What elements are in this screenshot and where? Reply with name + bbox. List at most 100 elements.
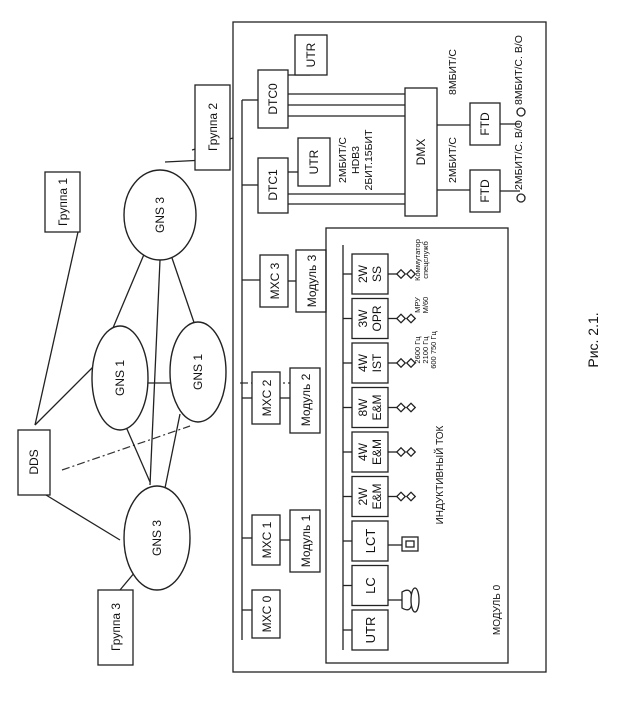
freq-600-750-label: 600 750 Гц [429, 331, 438, 369]
gns3-bottom-label: GNS 3 [150, 520, 164, 556]
bit-format-label: 2БИТ.15БИТ [363, 129, 375, 191]
gns1-mid-node: GNS 1 [91, 325, 149, 431]
mxc-0-box: MXC 0 [251, 589, 281, 639]
group-3-box: Группа 3 [97, 589, 134, 666]
cell-box [351, 431, 389, 473]
cell-label-line2: E&M [370, 394, 384, 420]
ftd-upper-box: FTD [469, 102, 501, 146]
rate-label-2mbit: 2МБИТ/С [337, 137, 349, 183]
mxc-3-label: MXC 3 [268, 262, 282, 299]
dtc-0-label: DTC0 [266, 83, 280, 115]
group-2-label: Группа 2 [206, 103, 220, 151]
hdb3-label: HDB3 [350, 146, 362, 174]
mxc-2-label: MXC 2 [260, 379, 274, 416]
module-0-frame [325, 227, 509, 664]
cell-label-line2: OPR [370, 305, 384, 331]
inductive-current-label: ИНДУКТИВНЫЙ ТОК [433, 425, 446, 524]
dmx-label: DMX [414, 139, 428, 166]
module-0-cell: UTR [343, 609, 389, 651]
cell-terminal [395, 402, 407, 413]
cell-box [351, 342, 389, 384]
cell-terminal [395, 268, 407, 280]
dmx-box: DMX [404, 87, 438, 217]
ftd-lower-box: FTD [469, 169, 501, 213]
dtc-1-label: DTC1 [266, 169, 280, 201]
group-1-label: Группа 1 [56, 178, 70, 226]
gns1-main-label: GNS 1 [191, 354, 205, 390]
gns1-mid-label: GNS 1 [113, 360, 127, 396]
module-0-cell: LC [343, 564, 389, 607]
cell-terminal [405, 313, 417, 324]
ftd-lower-label: FTD [478, 179, 492, 203]
gns3-top-label: GNS 3 [153, 197, 167, 233]
cell-terminal [405, 357, 417, 369]
gns3-bottom-node: GNS 3 [123, 485, 191, 591]
cell-label: UTR [363, 617, 378, 644]
module-3-box: Модуль 3 [295, 249, 327, 313]
gns3-top-node: GNS 3 [123, 169, 197, 261]
cell-label-line1: 8W [356, 398, 370, 417]
cell-terminal [395, 313, 407, 324]
mxc-2-box: MXC 2 [251, 371, 281, 425]
figure-caption: Рис. 2.1. [585, 312, 601, 367]
cell-box [351, 475, 389, 518]
cell-label-line1: 2W [356, 487, 370, 506]
utr-top-label: UTR [304, 42, 318, 67]
note-commutator-label: Коммутатор [413, 239, 422, 281]
dds-box: DDS [17, 429, 51, 496]
freq-2100-label: 2100 Гц [421, 336, 430, 364]
cell-label: LC [363, 577, 378, 594]
telephone-icon [388, 587, 420, 613]
freq-2600-label: 2600 Гц [413, 336, 422, 364]
cell-terminal [395, 446, 407, 458]
dtc-1-box: DTC1 [257, 157, 289, 214]
cell-label-line1: 4W [356, 442, 370, 461]
exchange-frame [232, 21, 547, 673]
utr-mid-box: UTR [297, 137, 331, 187]
rate-ftd-lower-label: 2МБИТ/С. В/О [513, 120, 525, 190]
utr-top-box: UTR [294, 34, 328, 76]
cell-label-line2: E&M [370, 439, 384, 465]
cell-label: LCT [363, 529, 378, 554]
cell-label-line1: 3W [356, 309, 370, 328]
module-2-box: Модуль 2 [289, 367, 321, 434]
cell-terminal [395, 491, 407, 502]
mxc-3-box: MXC 3 [259, 254, 289, 308]
mxc-1-label: MXC 1 [260, 521, 274, 558]
module-1-box: Модуль 1 [289, 509, 321, 573]
cell-terminal [405, 491, 417, 502]
cell-terminal [405, 446, 417, 458]
cell-terminal [405, 268, 417, 280]
cell-label-line2: E&M [370, 483, 384, 509]
rate-ftd-upper-label: 8МБИТ/С. В/О [513, 35, 525, 105]
dtc-0-box: DTC0 [257, 69, 289, 129]
mxc-1-box: MXC 1 [251, 514, 281, 566]
cell-label-line1: 2W [356, 264, 370, 283]
group-3-label: Группа 3 [109, 603, 123, 651]
cell-label-line2: SS [370, 266, 384, 282]
note-mru-label: МРУ [413, 297, 422, 313]
rate-dmx-ftd-label: 2МБИТ/С [447, 137, 459, 183]
cell-label-line1: 4W [356, 353, 370, 372]
rate-dtc0-label: 8МБИТ/С [447, 49, 459, 95]
module-2-label: Модуль 2 [299, 373, 313, 426]
module-1-label: Модуль 1 [299, 514, 313, 567]
cell-terminal [395, 357, 407, 369]
module-3-label: Модуль 3 [305, 254, 319, 307]
cell-box [351, 520, 389, 562]
cell-terminal [405, 402, 417, 413]
port-lower [516, 193, 526, 203]
module-0-label: МОДУЛЬ 0 [492, 584, 503, 635]
mxc-0-label: MXC 0 [260, 595, 274, 632]
utr-mid-label: UTR [307, 149, 321, 174]
terminal-icon [388, 536, 419, 552]
